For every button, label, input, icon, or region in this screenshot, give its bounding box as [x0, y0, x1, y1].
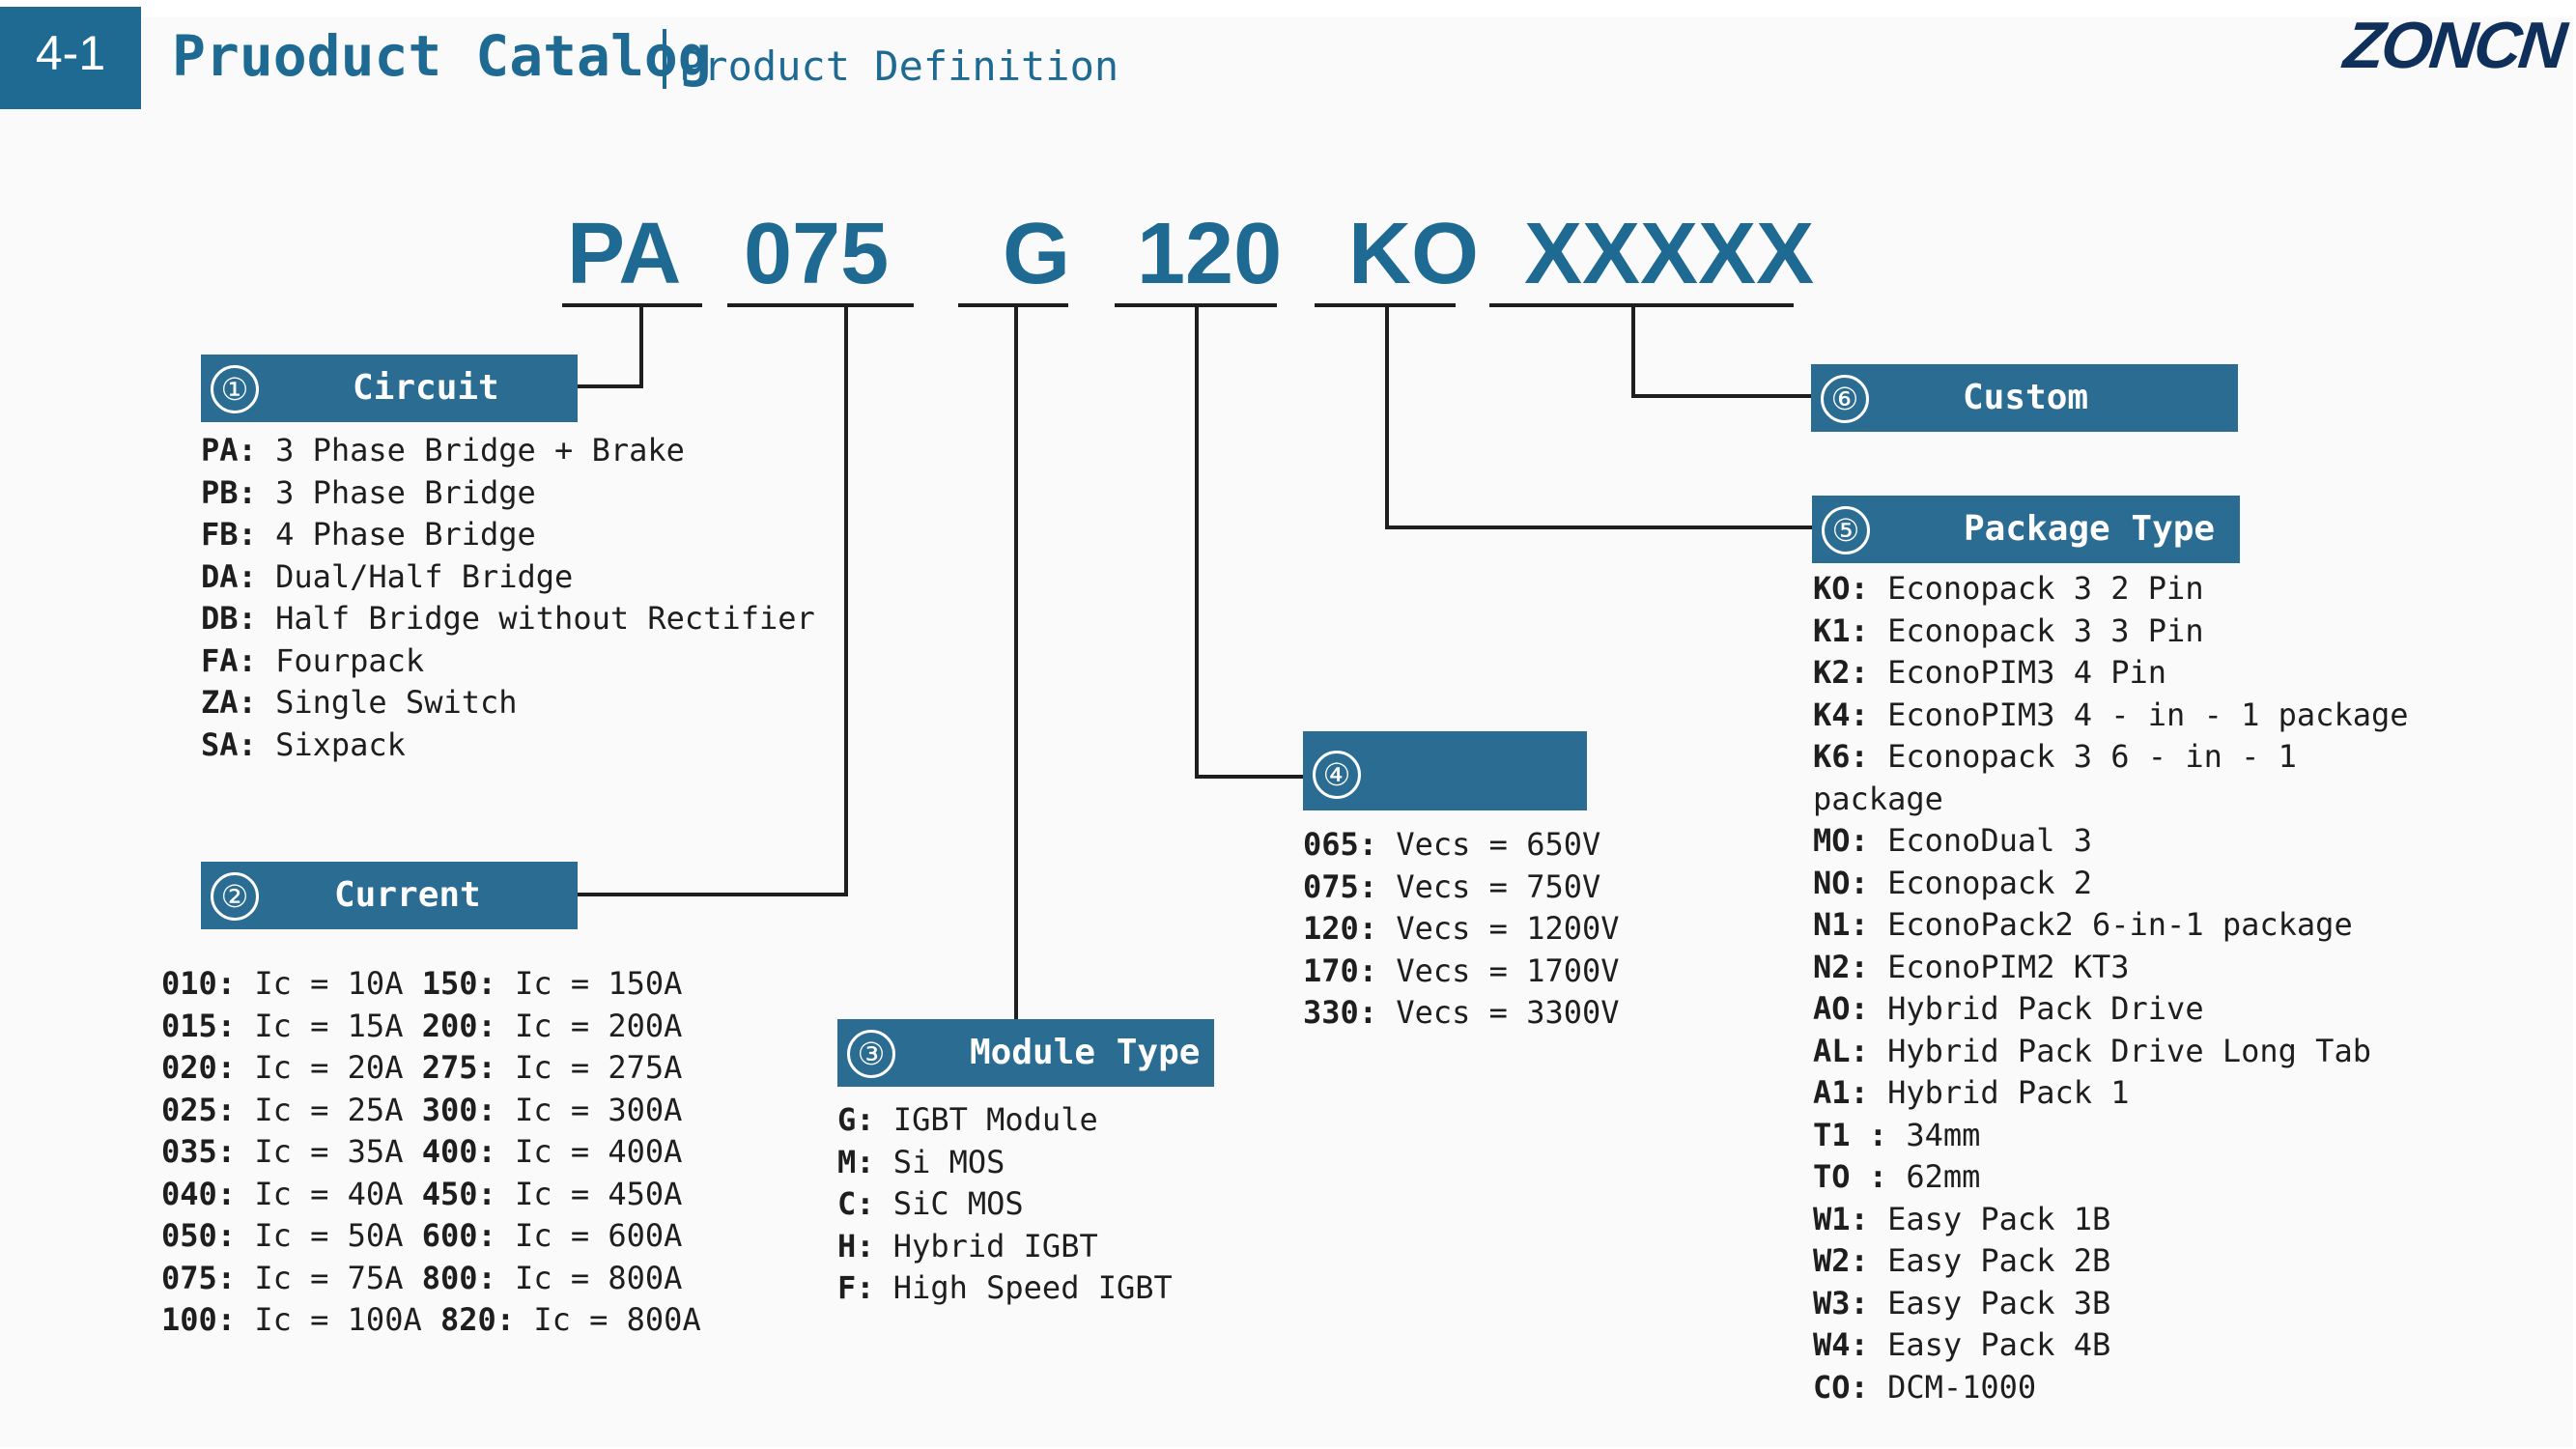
page-background — [0, 17, 2573, 1447]
current-list: 010: Ic = 10A 150: Ic = 150A 015: Ic = 1… — [161, 963, 701, 1342]
step-number: ② — [211, 872, 259, 921]
table-row: 015: Ic = 15A 200: Ic = 200A — [161, 1007, 683, 1044]
connector-circuit — [639, 305, 643, 388]
table-row: 035: Ic = 35A 400: Ic = 400A — [161, 1133, 683, 1170]
circuit-header: ① Circuit — [201, 355, 578, 422]
list-item: 170: Vecs = 1700V — [1303, 952, 1620, 989]
step-number: ④ — [1313, 751, 1361, 799]
package-type-header: ⑤ Package Type — [1812, 496, 2240, 563]
code-segment-circuit: PA — [567, 206, 682, 302]
list-item: SA: Sixpack — [201, 725, 406, 763]
connector-custom — [1631, 305, 1635, 398]
list-item: AO: Hybrid Pack Drive — [1813, 990, 2204, 1027]
circuit-title: Circuit — [353, 368, 499, 408]
custom-title: Custom — [1963, 378, 2089, 417]
table-row: 040: Ic = 40A 450: Ic = 450A — [161, 1175, 683, 1212]
custom-header: ⑥ Custom — [1811, 364, 2238, 432]
voltage-header: ④ — [1303, 731, 1587, 810]
code-underline-custom — [1489, 303, 1794, 307]
code-segment-voltage: 120 — [1137, 206, 1283, 302]
code-segment-current: 075 — [744, 206, 890, 302]
list-item: FB: 4 Phase Bridge — [201, 516, 536, 553]
list-item: K2: EconoPIM3 4 Pin — [1813, 654, 2167, 691]
module-type-list: G: IGBT Module M: Si MOS C: SiC MOS H: H… — [837, 1099, 1173, 1310]
table-row: 100: Ic = 100A 820: Ic = 800A — [161, 1301, 701, 1338]
list-item: N1: EconoPack2 6-in-1 package — [1813, 906, 2353, 943]
list-item: AL: Hybrid Pack Drive Long Tab — [1813, 1032, 2371, 1069]
list-item: DB: Half Bridge without Rectifier — [201, 600, 815, 637]
list-item: T1 : 34mm — [1813, 1116, 1981, 1153]
table-row: 075: Ic = 75A 800: Ic = 800A — [161, 1259, 683, 1296]
list-item: 065: Vecs = 650V — [1303, 826, 1601, 863]
page-subtitle: Product Definition — [679, 43, 1119, 90]
connector-package — [1385, 305, 1389, 529]
list-item: W3: Easy Pack 3B — [1813, 1284, 2111, 1321]
list-item: G: IGBT Module — [837, 1101, 1098, 1138]
code-underline-circuit — [562, 303, 702, 307]
package-type-list: KO: Econopack 3 2 Pin K1: Econopack 3 3 … — [1813, 568, 2409, 1408]
list-item: NO: Econopack 2 — [1813, 864, 2092, 901]
list-item: M: Si MOS — [837, 1143, 1005, 1180]
list-item: MO: EconoDual 3 — [1813, 822, 2092, 859]
step-number: ① — [211, 365, 259, 413]
connector-current — [844, 305, 848, 896]
code-underline-module — [958, 303, 1068, 307]
title-divider — [663, 29, 666, 89]
current-header: ② Current — [201, 862, 578, 929]
list-item: PB: 3 Phase Bridge — [201, 473, 536, 511]
brand-logo: ZONCN — [2340, 9, 2567, 82]
table-row: 010: Ic = 10A 150: Ic = 150A — [161, 965, 683, 1002]
code-underline-current — [727, 303, 914, 307]
list-item: 075: Vecs = 750V — [1303, 867, 1601, 905]
step-number: ⑥ — [1821, 375, 1869, 423]
badge-underline — [0, 98, 141, 109]
list-item: CO: DCM-1000 — [1813, 1368, 2037, 1406]
module-type-title: Module Type — [970, 1033, 1201, 1072]
list-item: ZA: Single Switch — [201, 684, 518, 721]
list-item: K4: EconoPIM3 4 - in - 1 package — [1813, 696, 2409, 733]
page-title: Pruoduct Catalog — [172, 23, 712, 89]
connector-voltage — [1195, 775, 1303, 779]
current-title: Current — [334, 875, 481, 915]
table-row: 050: Ic = 50A 600: Ic = 600A — [161, 1217, 683, 1254]
list-item: H: Hybrid IGBT — [837, 1227, 1098, 1264]
list-item: W1: Easy Pack 1B — [1813, 1200, 2111, 1237]
step-number: ⑤ — [1822, 506, 1870, 554]
step-number: ③ — [847, 1030, 895, 1078]
module-type-header: ③ Module Type — [837, 1019, 1214, 1087]
code-segment-module: G — [1003, 206, 1071, 302]
connector-package — [1385, 526, 1812, 529]
list-item: DA: Dual/Half Bridge — [201, 557, 574, 595]
list-item: W2: Easy Pack 2B — [1813, 1242, 2111, 1279]
connector-current — [578, 893, 848, 896]
table-row: 020: Ic = 20A 275: Ic = 275A — [161, 1049, 683, 1086]
connector-circuit — [578, 384, 643, 388]
list-item: 120: Vecs = 1200V — [1303, 910, 1620, 947]
list-item: KO: Econopack 3 2 Pin — [1813, 570, 2204, 607]
list-item: package — [1813, 780, 1943, 817]
list-item: PA: 3 Phase Bridge + Brake — [201, 432, 685, 469]
list-item: N2: EconoPIM2 KT3 — [1813, 948, 2130, 985]
table-row: 025: Ic = 25A 300: Ic = 300A — [161, 1091, 683, 1128]
section-number-badge: 4-1 — [0, 7, 141, 99]
section-number: 4-1 — [35, 26, 106, 80]
connector-custom — [1631, 394, 1811, 398]
list-item: W4: Easy Pack 4B — [1813, 1326, 2111, 1363]
list-item: A1: Hybrid Pack 1 — [1813, 1074, 2130, 1111]
list-item: TO : 62mm — [1813, 1158, 1981, 1195]
package-type-title: Package Type — [1964, 509, 2216, 549]
list-item: C: SiC MOS — [837, 1185, 1024, 1222]
connector-module — [1014, 305, 1018, 1019]
connector-voltage — [1195, 305, 1199, 779]
circuit-list: PA: 3 Phase Bridge + Brake PB: 3 Phase B… — [201, 430, 815, 766]
list-item: F: High Speed IGBT — [837, 1269, 1173, 1306]
voltage-list: 065: Vecs = 650V 075: Vecs = 750V 120: V… — [1303, 824, 1620, 1035]
code-segment-custom: XXXXX — [1524, 206, 1815, 302]
list-item: K1: Econopack 3 3 Pin — [1813, 611, 2204, 649]
code-segment-package: KO — [1348, 206, 1479, 302]
list-item: FA: Fourpack — [201, 641, 425, 679]
list-item: 330: Vecs = 3300V — [1303, 994, 1620, 1031]
list-item: K6: Econopack 3 6 - in - 1 — [1813, 738, 2297, 775]
